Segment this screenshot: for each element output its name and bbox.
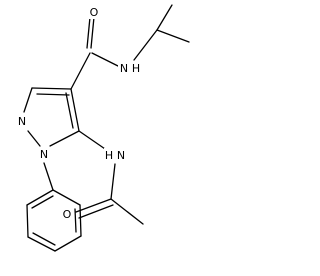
svg-text:H: H [132,62,140,75]
bond-ph-5 [26,204,29,238]
svg-text:H: H [105,149,113,162]
pyrazole-n1-atom: N [38,147,50,161]
bond-C5-C4 [70,88,80,132]
bond-N1-phenyl [43,162,54,191]
oxygen-acetyl-atom: O [61,207,74,221]
bond-NH-carbonyl [91,52,119,67]
bond-ph-3 [54,235,82,252]
oxygen-carbonyl-atom: O [88,6,100,19]
bond-NH-acyl [110,163,116,200]
bond-ph-6-inner [31,195,54,209]
bond-acyl-O-double [78,204,114,219]
bond-C5-NH [78,130,109,152]
bond-iPr-NH [133,29,158,61]
bond-ph-6 [26,189,54,206]
bond-acyl-methyl [110,198,144,225]
acetamido-nh-atom: H N [104,148,127,162]
bonds [23,4,190,252]
bond-C4-C3 [31,87,72,90]
amide-nh-atom: N H [118,62,141,75]
bond-C4-C3-inner [36,93,70,96]
bond-N2-N1 [27,130,41,147]
bond-N1-C5 [49,130,80,147]
svg-text:N: N [117,149,125,162]
bond-carbonyl-O [90,16,95,49]
bond-ph-4-inner [32,232,56,246]
bond-ph-4 [27,236,56,252]
bond-ph-2 [79,204,82,237]
svg-text:N: N [18,115,26,128]
bond-acyl-O [75,198,112,213]
pyrazole-n2-atom: N [16,114,28,128]
bond-C5-C4-inner [65,92,74,129]
bond-iPr-methyl-right [156,29,190,43]
svg-text:O: O [63,208,72,221]
bond-ph-1 [52,189,81,206]
bond-iPr-methyl-left [156,4,173,31]
atom-labels: O N H N N H N O [16,6,141,221]
bond-C3-N2 [23,87,33,113]
svg-text:N: N [120,62,128,75]
svg-text:N: N [40,148,48,161]
molecule-diagram: O N H N N H N O [16,4,190,252]
bond-ph-2-inner [74,208,77,233]
svg-text:O: O [90,6,99,19]
bond-carbonyl-C4 [70,52,91,90]
bond-carbonyl-O-double [86,16,91,49]
